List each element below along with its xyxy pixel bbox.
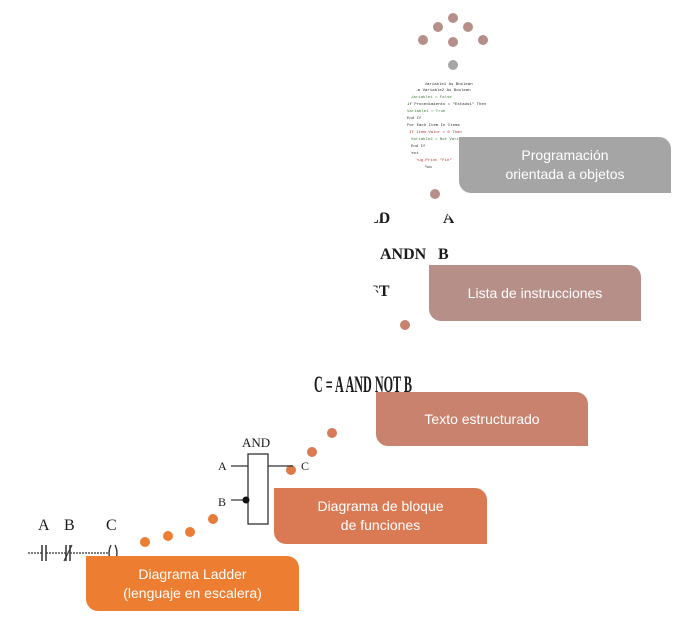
step-function-block: Diagrama de bloque de funciones [274, 488, 487, 544]
dot [140, 537, 150, 547]
dot [430, 189, 440, 199]
code-line: If Item.Valor > 0 Then [409, 131, 462, 135]
code-line: If Procedimiento = "Estado1" Then [407, 103, 487, 107]
dot [448, 60, 458, 70]
code-line: Variable1 = True [407, 110, 446, 114]
ladder-diagram-icon: A B C [28, 517, 118, 562]
step-object-oriented-line2: orientada a objetos [505, 166, 625, 182]
ladder-label-c: C [106, 517, 117, 534]
code-line: End If [407, 117, 422, 121]
code-line: Variable1 = False [411, 96, 452, 100]
function-block-icon: AND A B C [218, 435, 309, 525]
step-object-oriented: Programación orientada a objetos [459, 137, 671, 193]
dot [433, 22, 443, 32]
dot [286, 465, 296, 475]
fbd-block-label: AND [242, 435, 270, 450]
code-line: End Sub [415, 166, 432, 170]
step-ladder-line2: (lenguaje en escalera) [123, 584, 262, 601]
dot [448, 13, 458, 23]
code-line: Debug.Print "Fin" [411, 159, 452, 163]
dot [163, 531, 173, 541]
code-line: Dim Variable1 As Boolean [415, 83, 473, 87]
il-op-1: LD [368, 210, 391, 227]
ladder-label-b: B [64, 517, 75, 534]
code-line: Next [409, 152, 419, 156]
code-line: Variable2 = Not Variable1 [411, 138, 472, 142]
step-instruction-list: Lista de instrucciones [429, 265, 641, 321]
fbd-input-b: B [218, 495, 226, 509]
dot [478, 35, 488, 45]
fbd-output-c: C [301, 459, 309, 473]
step-structured-text: Texto estructurado [376, 392, 588, 446]
dot [418, 35, 428, 45]
step-instruction-list-line1: Lista de instrucciones [467, 284, 603, 301]
code-line: For Each Item In Items [407, 124, 460, 128]
dot [327, 428, 337, 438]
il-op-2: ANDN [380, 246, 427, 263]
il-arg-1: A [443, 210, 455, 227]
step-ladder: Diagrama Ladder (lenguaje en escalera) [86, 556, 299, 611]
step-function-block-line1: Diagrama de bloque [317, 498, 444, 514]
dot [307, 447, 317, 457]
code-line: Dim Variable2 As Boolean [413, 89, 471, 93]
step-object-oriented-line1: Programación [521, 147, 609, 163]
code-line: End If [411, 145, 426, 149]
step-ladder-line1: Diagrama Ladder [138, 565, 247, 582]
dot [463, 22, 473, 32]
dot [400, 320, 410, 330]
il-arg-2: B [438, 246, 449, 263]
ladder-label-a: A [38, 517, 50, 534]
dot [208, 514, 218, 524]
step-function-block-line2: de funciones [340, 517, 421, 533]
dot [448, 37, 458, 47]
il-op-3: ST [370, 283, 390, 300]
step-structured-text-line1: Texto estructurado [424, 410, 540, 427]
dot [185, 527, 195, 537]
fbd-input-a: A [218, 459, 227, 473]
